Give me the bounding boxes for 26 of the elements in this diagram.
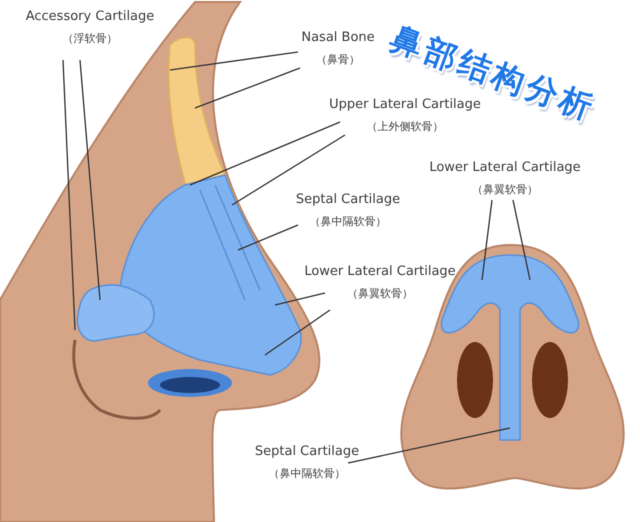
part-name-translation: （鼻中隔软骨） (308, 214, 388, 230)
leader-line (190, 121, 340, 186)
leader-line (512, 200, 531, 280)
leader-line (274, 292, 326, 306)
part-name: Nasal Bone (301, 29, 375, 47)
part-name-translation: （鼻中隔软骨） (268, 466, 346, 482)
part-name-translation: （上外侧软骨） (366, 119, 444, 135)
leader-line (170, 51, 298, 71)
leader-line (481, 200, 493, 280)
leader-line (79, 60, 101, 300)
part-name-translation: （浮软骨） (62, 31, 118, 47)
leader-line (348, 427, 510, 464)
leader-line (238, 224, 298, 251)
part-name: Upper Lateral Cartilage (329, 96, 481, 114)
leader-line (194, 67, 300, 109)
part-name: Septal Cartilage (254, 443, 360, 461)
part-name: Lower Lateral Cartilage (429, 159, 581, 177)
part-name-translation: （鼻翼软骨） (346, 286, 414, 302)
leader-line (62, 60, 76, 330)
part-name: Lower Lateral Cartilage (304, 263, 456, 281)
part-name-translation: （鼻翼软骨） (471, 182, 539, 198)
part-name: Accessory Cartilage (26, 8, 154, 26)
leader-line (232, 134, 346, 206)
leader-line (264, 309, 330, 356)
part-name-translation: （鼻骨） (315, 52, 361, 68)
part-name: Septal Cartilage (296, 191, 400, 209)
